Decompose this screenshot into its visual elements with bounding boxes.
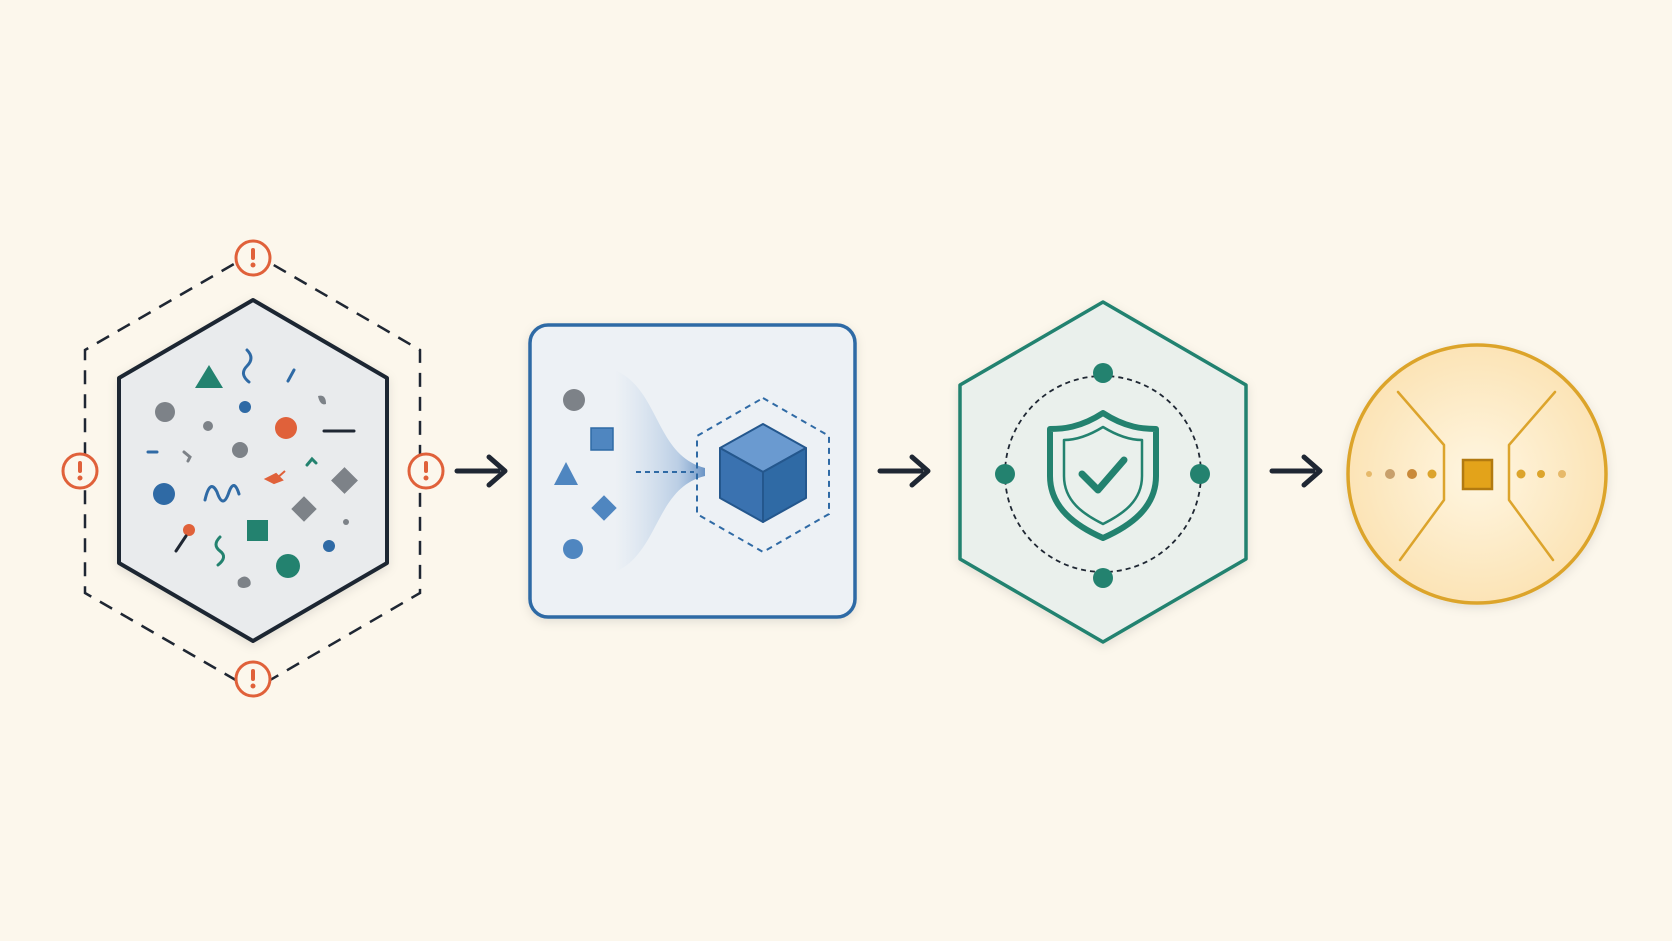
arrow-right-icon bbox=[1269, 454, 1323, 488]
chaos-stage bbox=[61, 239, 445, 698]
orbit-node bbox=[1093, 363, 1113, 383]
orbit-node bbox=[995, 464, 1015, 484]
dot-shape bbox=[232, 442, 248, 458]
orbit-node bbox=[1190, 464, 1210, 484]
protection-stage bbox=[958, 300, 1248, 644]
shield-check-icon bbox=[1047, 410, 1159, 541]
pebble-shape bbox=[237, 576, 251, 588]
dot-shape bbox=[323, 540, 335, 552]
dot-shape bbox=[239, 401, 251, 413]
dot-shape bbox=[155, 402, 175, 422]
dash-shape bbox=[286, 368, 296, 383]
splash-shape bbox=[263, 470, 286, 485]
orbit-node bbox=[1093, 568, 1113, 588]
square-icon bbox=[1461, 458, 1494, 491]
cube-icon bbox=[719, 423, 807, 523]
funnel-lines bbox=[1396, 390, 1557, 562]
protection-hexagon bbox=[958, 300, 1248, 644]
exclamation-circle-icon bbox=[61, 452, 99, 490]
input-circle bbox=[563, 539, 583, 559]
input-triangle bbox=[554, 462, 578, 485]
tick-shape bbox=[305, 456, 318, 467]
pin-stem bbox=[174, 534, 188, 553]
dot-shape bbox=[153, 483, 175, 505]
incoming-dots bbox=[1366, 469, 1437, 479]
dot-shape bbox=[343, 519, 349, 525]
chaos-hexagon bbox=[117, 298, 389, 643]
funnel-gradient bbox=[615, 370, 705, 572]
arrow-right-icon bbox=[454, 454, 508, 488]
triangle-shape bbox=[195, 365, 223, 388]
input-diamond bbox=[591, 495, 617, 521]
wave-shape bbox=[203, 484, 241, 503]
squiggle-shape bbox=[214, 535, 225, 567]
square-shape bbox=[247, 520, 268, 541]
dot-shape bbox=[203, 421, 213, 431]
exclamation-circle-icon bbox=[234, 660, 272, 698]
outgoing-dots bbox=[1516, 469, 1566, 479]
pin-shape bbox=[183, 524, 195, 536]
encapsulation-stage bbox=[528, 323, 857, 619]
focus-stage bbox=[1346, 343, 1608, 605]
input-square bbox=[590, 427, 614, 451]
hook-shape bbox=[182, 450, 192, 463]
dot-shape bbox=[276, 554, 300, 578]
exclamation-circle-icon bbox=[407, 452, 445, 490]
arrow-right-icon bbox=[877, 454, 931, 488]
exclamation-circle-icon bbox=[234, 239, 272, 277]
input-circle bbox=[563, 389, 585, 411]
squiggle-shape bbox=[242, 348, 253, 384]
dot-shape bbox=[275, 417, 297, 439]
diamond-shape bbox=[291, 496, 317, 522]
leaf-shape bbox=[318, 395, 326, 405]
